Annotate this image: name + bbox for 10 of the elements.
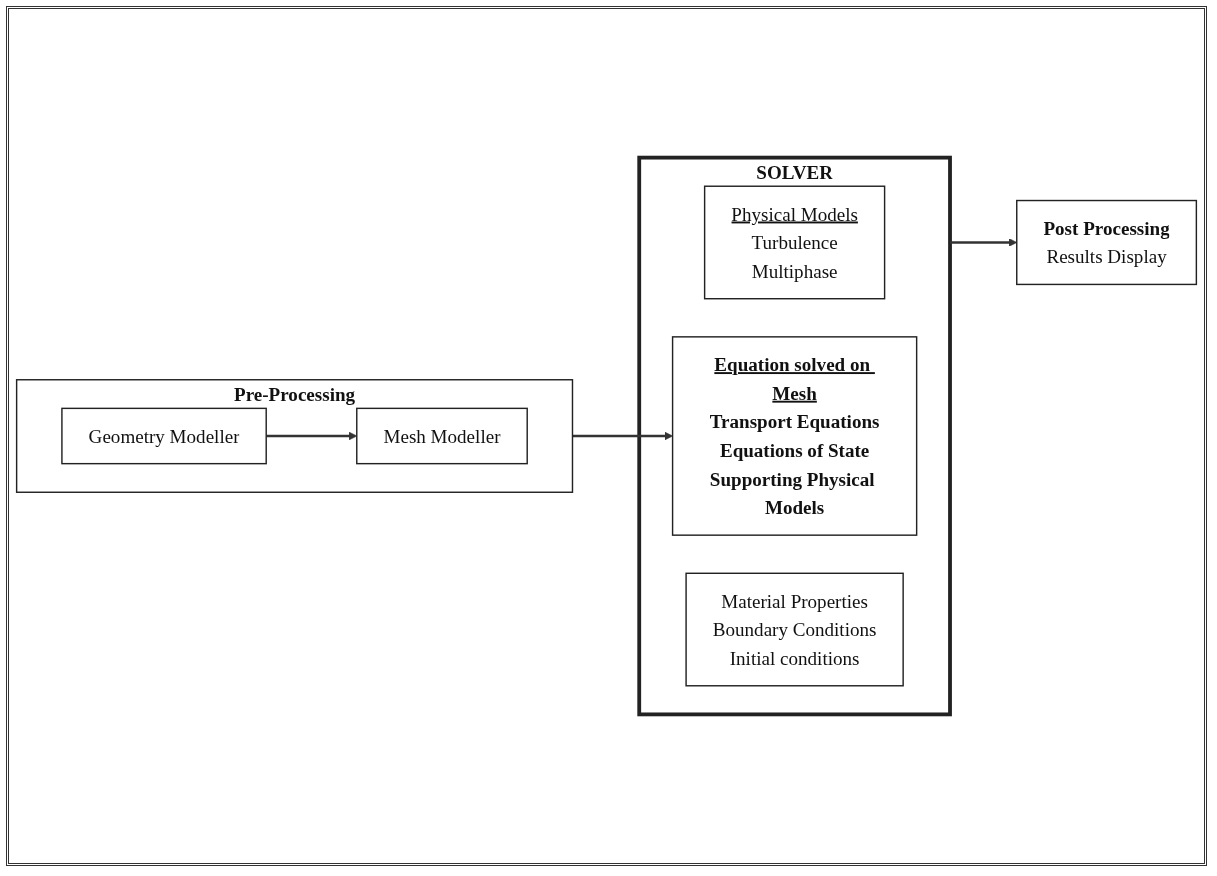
node-box <box>1016 199 1198 286</box>
node-box <box>685 572 904 687</box>
node-box <box>61 407 267 465</box>
node-box <box>703 185 886 300</box>
page-frame: SOLVER Pre-Processing Geometry Modeller Mesh Modeller Physical Models Turbulence Multiphase Equation solved on Mesh Transport Equations Equations of State Supporting Physical Models Material Properties Boundary Conditions Initial conditions Post Processing Results Display <box>6 6 1207 866</box>
cluster <box>15 379 574 493</box>
cluster <box>637 155 952 717</box>
arrow <box>572 431 673 441</box>
node-box <box>356 407 528 465</box>
node-box <box>671 336 918 536</box>
